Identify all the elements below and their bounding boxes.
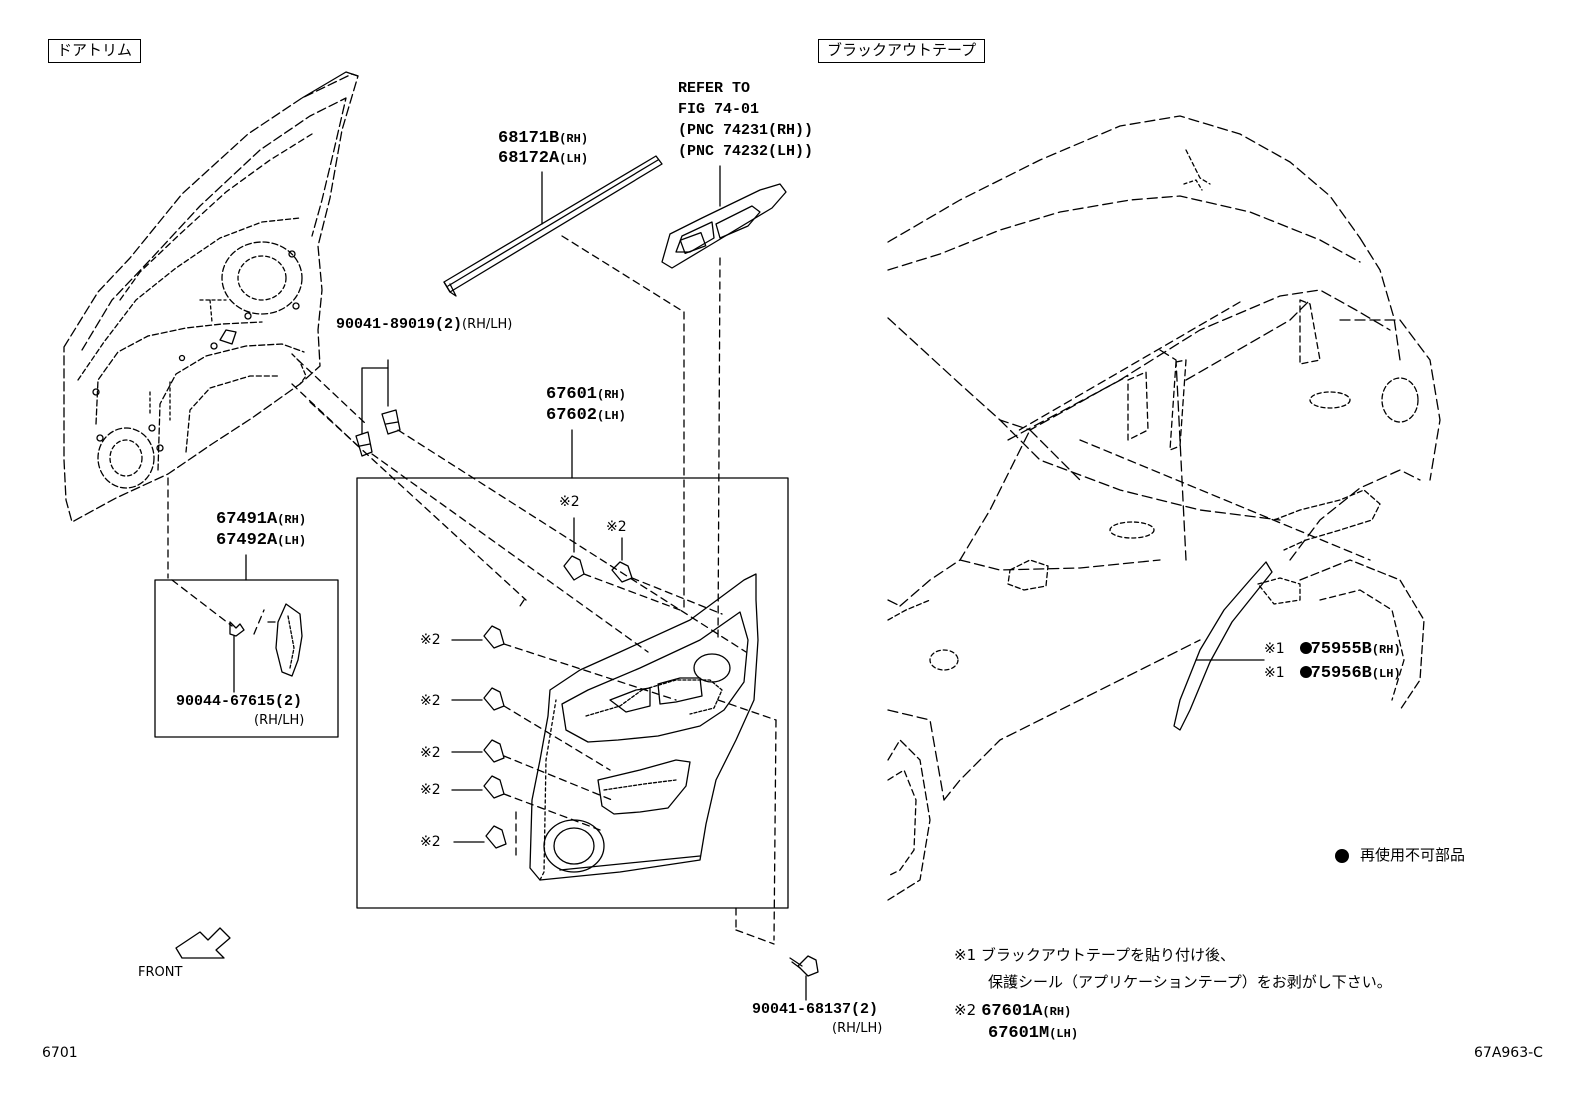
part-label-68172a: 68172A(LH) <box>498 150 588 167</box>
part-number: 67492A <box>216 531 278 550</box>
side: (LH) <box>597 409 626 423</box>
car-body-drawing <box>887 115 1441 801</box>
part-label-75956b: ※1 75956B(LH) <box>1264 664 1401 682</box>
car-details-drawing <box>887 149 1425 901</box>
part-number: 67601M <box>988 1024 1050 1043</box>
part-side-90041-68137: (RH/LH) <box>832 1021 883 1036</box>
note-1: ※1 ブラックアウトテープを貼り付け後、 <box>954 948 1235 963</box>
weatherstrip-68171b-drawing <box>443 155 685 611</box>
refer-line: (PNC 74231(RH)) <box>678 122 814 139</box>
part-number: 67491A <box>216 510 278 529</box>
clip-mark: ※2 <box>420 632 441 648</box>
drawing-code: 67A963-C <box>1474 1045 1543 1061</box>
part-number: 68171B <box>498 129 560 148</box>
side: (LH) <box>1371 667 1401 681</box>
refer-line: (PNC 74232(LH)) <box>678 143 814 160</box>
screw-90041-68137-drawing <box>789 955 819 1001</box>
side: (RH) <box>1371 643 1401 657</box>
part-number: 75956B <box>1310 664 1372 683</box>
page-code: 6701 <box>42 1045 78 1061</box>
refer-note: REFER TO FIG 74-01 (PNC 74231(RH)) (PNC … <box>678 78 813 162</box>
part-label-67491a: 67491A(RH) <box>216 511 306 528</box>
side: (RH) <box>1042 1005 1072 1019</box>
note-text: ブラックアウトテープを貼り付け後、 <box>980 946 1236 964</box>
clip-mark: ※2 <box>559 494 580 510</box>
part-label-90041-68137: 90041-68137(2) <box>752 1001 879 1018</box>
clip-mark: ※2 <box>606 519 627 535</box>
side: (RH) <box>559 132 589 146</box>
door-leaders <box>167 359 747 653</box>
part-side-90044-67615: (RH/LH) <box>254 713 305 728</box>
part-label-67602: 67602(LH) <box>546 407 626 424</box>
part-label-67492a: 67492A(LH) <box>216 532 306 549</box>
note-mark: ※2 <box>954 1001 977 1019</box>
cover-box <box>154 579 339 738</box>
part-number: 68172A <box>498 149 560 168</box>
clip-mark: ※2 <box>420 834 441 850</box>
cover-67491a-drawing <box>229 603 303 693</box>
clip-icons <box>451 517 633 849</box>
section-label-door-trim: ドアトリム <box>48 39 142 63</box>
car-leaders <box>1015 301 1371 561</box>
non-reusable-mark-icon <box>1300 666 1312 678</box>
part-number: 90041-89019(2) <box>336 316 463 333</box>
mark: ※1 <box>1264 665 1285 681</box>
part-label-90044-67615: 90044-67615(2) <box>176 693 303 710</box>
part-number: 67601 <box>546 385 598 404</box>
switch-base-drawing <box>661 165 787 641</box>
clip-mark: ※2 <box>420 782 441 798</box>
side: (RH/LH) <box>462 317 513 332</box>
refer-line: REFER TO <box>678 80 751 97</box>
mark: ※1 <box>1264 641 1285 657</box>
clip-mark: ※2 <box>420 693 441 709</box>
door-trim-board-drawing <box>529 573 759 881</box>
note-1-line-2: 保護シール（アプリケーションテープ）をお剥がし下さい。 <box>988 973 1392 991</box>
door-inner-panel-drawing <box>63 71 359 523</box>
side: (RH) <box>277 513 307 527</box>
part-label-68171b: 68171B(RH) <box>498 130 588 147</box>
clip-mark: ※2 <box>420 745 441 761</box>
section-label-blackout-tape: ブラックアウトテープ <box>818 39 986 63</box>
part-number: 75955B <box>1310 640 1372 659</box>
note-2-line-2: 67601M(LH) <box>988 1024 1078 1042</box>
non-reusable-mark-icon <box>1300 642 1312 654</box>
side: (RH) <box>597 388 626 402</box>
clip-leaders <box>503 573 777 945</box>
clip-90041-89019-drawing <box>355 359 401 457</box>
blackout-tape-drawing <box>1173 561 1273 731</box>
refer-line: FIG 74-01 <box>678 101 760 118</box>
front-label: FRONT <box>138 965 183 980</box>
part-number: 67602 <box>546 406 598 425</box>
part-label-75955b: ※1 75955B(RH) <box>1264 640 1401 658</box>
side: (LH) <box>277 534 307 548</box>
non-reusable-bullet-icon <box>1335 849 1349 863</box>
part-label-67601: 67601(RH) <box>546 386 626 403</box>
legend-non-reusable-text: 再使用不可部品 <box>1360 846 1466 864</box>
part-number: 67601A <box>981 1002 1043 1021</box>
side: (LH) <box>559 152 589 166</box>
note-2: ※2 67601A(RH) <box>954 1001 1072 1021</box>
note-mark: ※1 <box>954 946 977 964</box>
front-arrow-icon <box>175 927 231 959</box>
part-label-90041-89019: 90041-89019(2)(RH/LH) <box>336 315 512 332</box>
side: (LH) <box>1049 1027 1079 1041</box>
